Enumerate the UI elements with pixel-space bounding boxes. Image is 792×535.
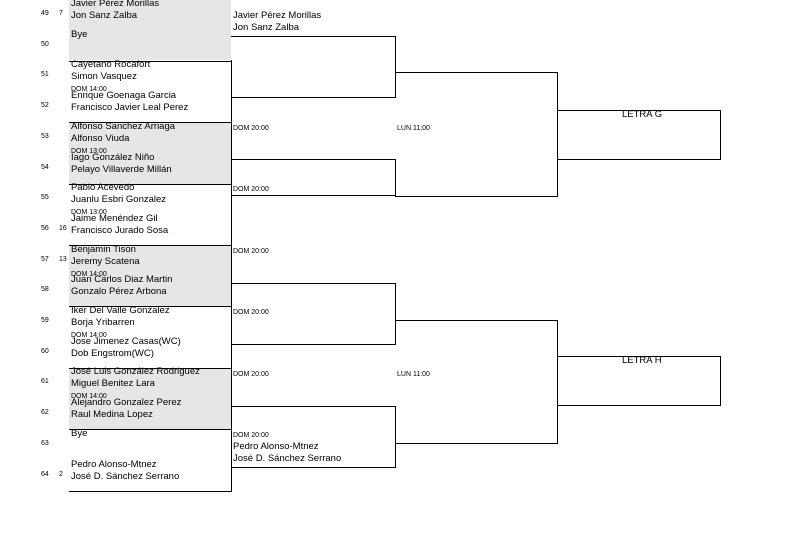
draw-position-number: 53 — [41, 132, 49, 140]
draw-position-number: 58 — [41, 286, 49, 294]
match-time: DOM 14:00 — [71, 332, 107, 339]
draw-position-number: 63 — [41, 439, 49, 447]
round1-divider — [231, 60, 232, 492]
player-name: José D. Sánchez Serrano — [71, 470, 180, 482]
player-name: Francisco Jurado Sosa — [71, 224, 169, 236]
round2-match-time: DOM 20:00 — [233, 124, 269, 132]
player-name: Francisco Javier Leal Perez — [71, 102, 189, 114]
slot-line — [69, 367, 232, 369]
final-connector — [558, 356, 721, 406]
slot-line — [69, 429, 232, 431]
match-time: DOM 14:00 — [71, 270, 107, 278]
player-name: Dob Engstrom(WC) — [71, 347, 154, 359]
draw-position-number: 55 — [41, 194, 49, 202]
draw-position-number: 56 — [41, 224, 49, 232]
slot-line — [69, 306, 232, 308]
player-name: Simon Vasquez — [71, 71, 137, 83]
final-label-letra-h: LETRA H — [622, 355, 662, 366]
player-name: Jaime Menéndez Gil — [71, 212, 158, 224]
player-name: Pablo Acevedo — [71, 182, 135, 194]
slot-line — [69, 183, 232, 185]
player-name: Raul Medina Lopez — [71, 409, 153, 421]
round2-connector — [231, 159, 396, 196]
draw-position-number: 57 — [41, 255, 49, 263]
slot-line — [69, 60, 232, 62]
player-name: Juanlu Esbri Gonzalez — [71, 194, 167, 206]
round3-connector — [395, 72, 558, 197]
player-name: Pelayo Villaverde Millán — [71, 163, 172, 175]
draw-position-number: 54 — [41, 163, 49, 171]
player-name: Jon Sanz Zalba — [71, 10, 138, 21]
draw-position-number: 52 — [41, 102, 49, 110]
draw-position-number: 61 — [41, 378, 49, 386]
round2-connector — [231, 283, 396, 345]
round2-connector — [231, 36, 396, 98]
seed-number: 13 — [59, 255, 67, 263]
player-name: Borja Yribarren — [71, 317, 135, 328]
round2-player-name: José D. Sánchez Serrano — [233, 452, 342, 464]
slot-line — [69, 244, 232, 246]
shade-block-1 — [69, 0, 231, 60]
shade-block-2 — [69, 122, 231, 184]
player-name: Alfonso Viuda — [71, 132, 130, 144]
seed-number: 16 — [59, 224, 67, 232]
player-name: Gonzalo Pérez Arbona — [71, 286, 167, 298]
player-name: Cayetano Rocafort — [71, 59, 151, 71]
round2-match-time: DOM 20:00 — [233, 432, 269, 439]
round2-match-time: DOM 20:00 — [233, 370, 269, 378]
player-name: José Luis González Rodriguez — [71, 366, 200, 378]
round2-match-time: DOM 20:00 — [233, 309, 269, 316]
player-name: Alfonso Sanchez Arriaga — [71, 120, 176, 132]
player-name: Jeremy Scatena — [71, 255, 140, 267]
draw-position-number: 49 — [41, 10, 49, 17]
round2-player-name: Jon Sanz Zalba — [233, 22, 300, 33]
draw-position-number: 51 — [41, 71, 49, 79]
draw-position-number: 50 — [41, 40, 49, 48]
round2-player-name: Pedro Alonso-Mtnez — [233, 440, 319, 452]
round3-connector — [395, 320, 558, 444]
round2-match-time: DOM 20:00 — [233, 247, 269, 255]
final-connector — [558, 110, 721, 160]
player-name: Enrique Goenaga Garcia — [71, 90, 177, 102]
match-time: DOM 14:00 — [71, 393, 107, 401]
draw-position-number: 64 — [41, 470, 49, 478]
player-name: Benjamin Tison — [71, 243, 136, 255]
shade-block-4 — [69, 368, 231, 430]
slot-line — [69, 122, 232, 124]
player-name: Pedro Alonso-Mtnez — [71, 458, 157, 470]
slot-line — [69, 490, 232, 492]
draw-position-number: 62 — [41, 409, 49, 417]
round3-match-time: LUN 11:00 — [397, 125, 430, 132]
round2-connector — [231, 406, 396, 468]
player-name: Javier Pérez Morillas — [71, 0, 160, 9]
final-label-letra-g: LETRA G — [622, 109, 663, 120]
shade-block-3 — [69, 245, 231, 307]
draw-position-number: 59 — [41, 317, 49, 324]
seed-number: 2 — [59, 470, 63, 478]
seed-number: 7 — [59, 10, 63, 17]
round2-match-time: DOM 20:00 — [233, 186, 269, 193]
player-name: Miguel Benitez Lara — [71, 378, 155, 390]
player-name: Iago González Niño — [71, 151, 155, 163]
player-name: Iker Del Valle Gonzalez — [71, 305, 170, 316]
player-name: Bye — [71, 427, 88, 439]
match-time: DOM 13:00 — [71, 209, 107, 217]
round3-match-time: LUN 11:00 — [397, 371, 430, 378]
player-name: Juan Carlos Diaz Martin — [71, 274, 173, 286]
match-time: DOM 14:00 — [71, 86, 107, 94]
player-name: Jose Jimenez Casas(WC) — [71, 335, 181, 347]
draw-position-number: 60 — [41, 347, 49, 355]
round2-player-name: Javier Pérez Morillas — [233, 10, 322, 21]
match-time: DOM 13:00 — [71, 147, 107, 155]
player-name: Bye — [71, 28, 88, 40]
player-name: Alejandro Gonzalez Perez — [71, 397, 182, 409]
